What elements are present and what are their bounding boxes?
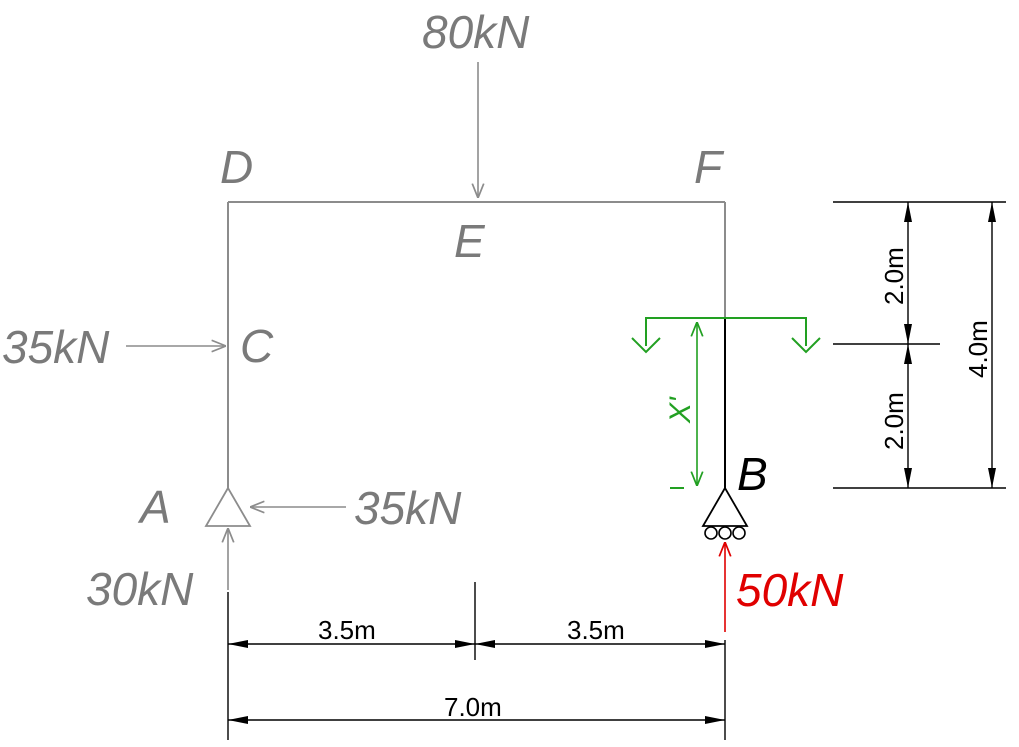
reaction-label-a-vertical: 30kN (86, 563, 194, 615)
dim-label-right-span: 3.5m (567, 615, 625, 645)
roller-wheel-2 (718, 526, 732, 540)
node-label-b: B (737, 448, 768, 500)
roller-wheel-1 (704, 526, 718, 540)
node-label-a: A (137, 481, 171, 533)
dim-label-total-height: 4.0m (963, 320, 993, 378)
section-arrow-right (791, 337, 821, 354)
reaction-label-b-vertical: 50kN (736, 564, 844, 616)
roller-support-b (701, 486, 749, 527)
horizontal-dimensions: 3.5m 3.5m 7.0m (227, 582, 726, 740)
dim-label-upper-height: 2.0m (879, 247, 909, 305)
dim-label-left-span: 3.5m (318, 615, 376, 645)
section-arrow-left (631, 337, 661, 354)
section-cut: X' (631, 317, 821, 489)
vertical-dimensions: 2.0m 2.0m 4.0m (833, 201, 1006, 489)
section-cut-line (645, 317, 807, 346)
node-label-d: D (220, 141, 253, 193)
dim-label-lower-height: 2.0m (879, 392, 909, 450)
reaction-label-a-horizontal: 35kN (354, 482, 462, 534)
frame-members (227, 201, 726, 490)
section-variable-label: X' (664, 396, 697, 424)
load-label-80kn: 80kN (422, 6, 530, 58)
dim-label-total-span: 7.0m (444, 692, 502, 722)
node-label-f: F (694, 141, 725, 193)
node-label-e: E (454, 215, 486, 267)
roller-wheel-3 (732, 526, 746, 540)
node-label-c: C (240, 320, 274, 372)
load-label-35kn-c: 35kN (2, 321, 110, 373)
pin-support-a (204, 486, 252, 527)
